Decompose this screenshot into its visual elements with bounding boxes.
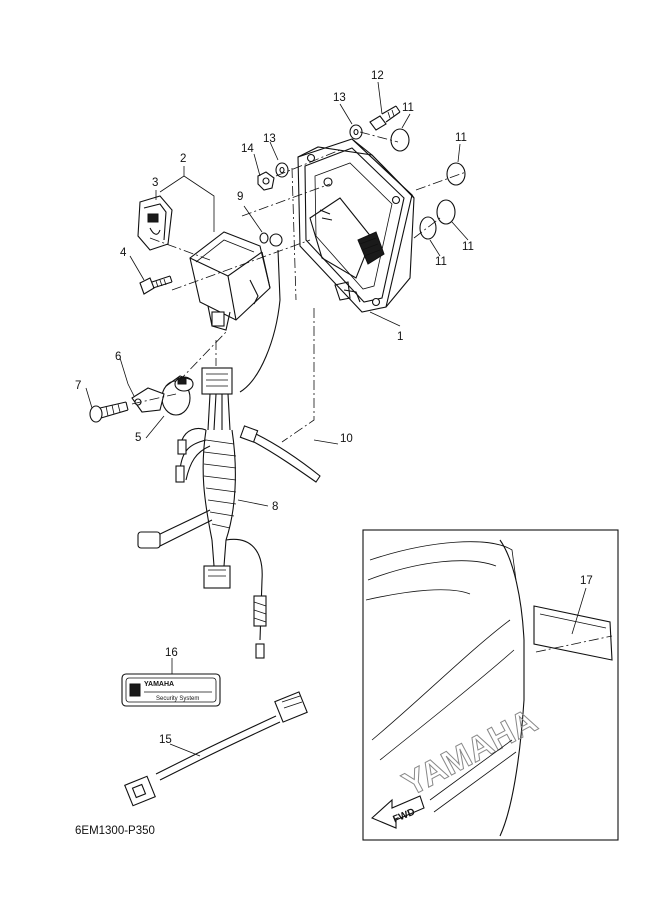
part-8-wire-harness	[137, 233, 283, 659]
callout-17: 17	[580, 575, 593, 587]
callout-11-d: 11	[462, 241, 474, 253]
part-2-cdi-unit	[189, 231, 271, 331]
callout-4: 4	[120, 247, 127, 259]
part-10-cable-tie	[239, 425, 321, 483]
part-5-switch	[161, 375, 194, 416]
part-1-bracket-box	[297, 138, 415, 313]
part-9-washer	[259, 232, 269, 244]
callout-11-c: 11	[435, 256, 447, 268]
part-13-washer-a	[275, 162, 289, 178]
part-13-washer-b	[349, 124, 363, 140]
callout-2: 2	[180, 153, 186, 165]
part-6-bracket	[131, 387, 165, 413]
callout-10: 10	[340, 433, 353, 445]
callouts: 1 2 3 4 5 6 7 8 9 10 11 11 11 11 12 13 1…	[75, 70, 593, 746]
callout-15: 15	[159, 734, 172, 746]
part-16-security-label: YAMAHA Security System	[121, 673, 221, 707]
part-11-grommets	[390, 128, 466, 240]
part-4-bolt	[139, 275, 173, 295]
callout-7: 7	[75, 380, 81, 392]
callout-5: 5	[135, 432, 141, 444]
part-3-cover	[137, 195, 173, 251]
callout-6: 6	[115, 351, 121, 363]
callout-1: 1	[397, 331, 403, 343]
cowling-brand: YAMAHA	[397, 702, 544, 804]
callout-11-a: 11	[402, 102, 414, 114]
callout-16: 16	[165, 647, 178, 659]
part-15-harness-extension	[124, 691, 308, 807]
part-14-nut	[257, 171, 275, 191]
callout-8: 8	[272, 501, 278, 513]
leader-lines	[85, 81, 613, 757]
callout-3: 3	[152, 177, 158, 189]
fwd-arrow-text: FWD	[391, 807, 416, 826]
part-12-bolt	[369, 105, 401, 131]
callout-12: 12	[371, 70, 384, 82]
callout-11-b: 11	[455, 132, 467, 144]
callout-14: 14	[241, 143, 254, 155]
diagram-code: 6EM1300-P350	[75, 825, 155, 837]
callout-13-a: 13	[333, 92, 346, 104]
callout-13-b: 13	[263, 133, 276, 145]
label-16-text: Security System	[156, 696, 199, 702]
part-7-screw	[89, 401, 129, 423]
label-16-brand: YAMAHA	[144, 681, 174, 688]
callout-9: 9	[237, 191, 243, 203]
